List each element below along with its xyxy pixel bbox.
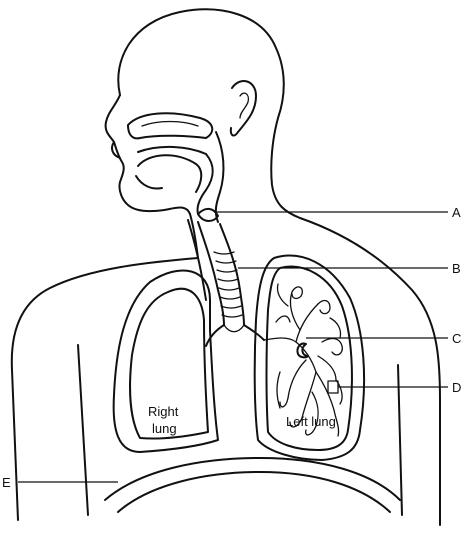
trachea — [187, 219, 265, 347]
capillary-box — [327, 380, 339, 394]
lower-mouth — [135, 175, 163, 190]
right-bronchus — [205, 324, 225, 347]
body-outline — [10, 8, 441, 526]
head-outline — [117, 8, 301, 219]
left-bronchus — [243, 324, 265, 341]
diaphragm-inner — [117, 471, 391, 513]
label-e: E — [2, 475, 11, 490]
tongue — [137, 154, 203, 193]
diaphragm-outer — [104, 457, 401, 501]
right-shoulder — [299, 217, 441, 526]
right-pleura — [112, 269, 219, 453]
leader-lines — [18, 211, 448, 483]
right-lung-label-line1: Right — [148, 404, 179, 419]
ear-outline — [229, 80, 257, 137]
label-c: C — [452, 331, 461, 346]
bronchial-tree — [263, 283, 343, 437]
left-pleura — [253, 254, 366, 461]
right-arm-line — [397, 364, 403, 516]
left-arm-line — [77, 344, 89, 516]
pharynx-back — [214, 131, 225, 223]
trachea-right-wall — [219, 223, 245, 326]
left-lung-label: Left lung — [286, 414, 336, 429]
left-lung — [263, 265, 353, 451]
trachea-rings — [213, 251, 243, 318]
nasal-oral-cavity — [127, 112, 225, 223]
palate — [137, 145, 207, 155]
face-profile — [104, 94, 191, 215]
epiglottis — [197, 208, 219, 222]
right-lung-label-line2: lung — [152, 421, 177, 436]
right-lung — [129, 287, 209, 440]
left-shoulder — [10, 257, 199, 521]
nasal-cavity — [127, 112, 214, 140]
alveolus-marker — [296, 342, 309, 359]
pharynx — [196, 153, 214, 215]
ear-inner — [239, 92, 250, 119]
right-lung-outline — [129, 287, 209, 440]
label-a: A — [452, 205, 461, 220]
labels: A B C D E Right lung Left lung — [2, 205, 461, 490]
label-d: D — [452, 380, 461, 395]
chest-cavity — [112, 254, 366, 461]
bronchus-joint — [223, 324, 245, 333]
nose-outline — [111, 141, 121, 159]
label-b: B — [452, 261, 461, 276]
esophagus — [187, 219, 207, 301]
diaphragm — [104, 457, 401, 513]
nasal-turbinate — [141, 120, 199, 127]
left-lung-outline — [265, 265, 353, 451]
